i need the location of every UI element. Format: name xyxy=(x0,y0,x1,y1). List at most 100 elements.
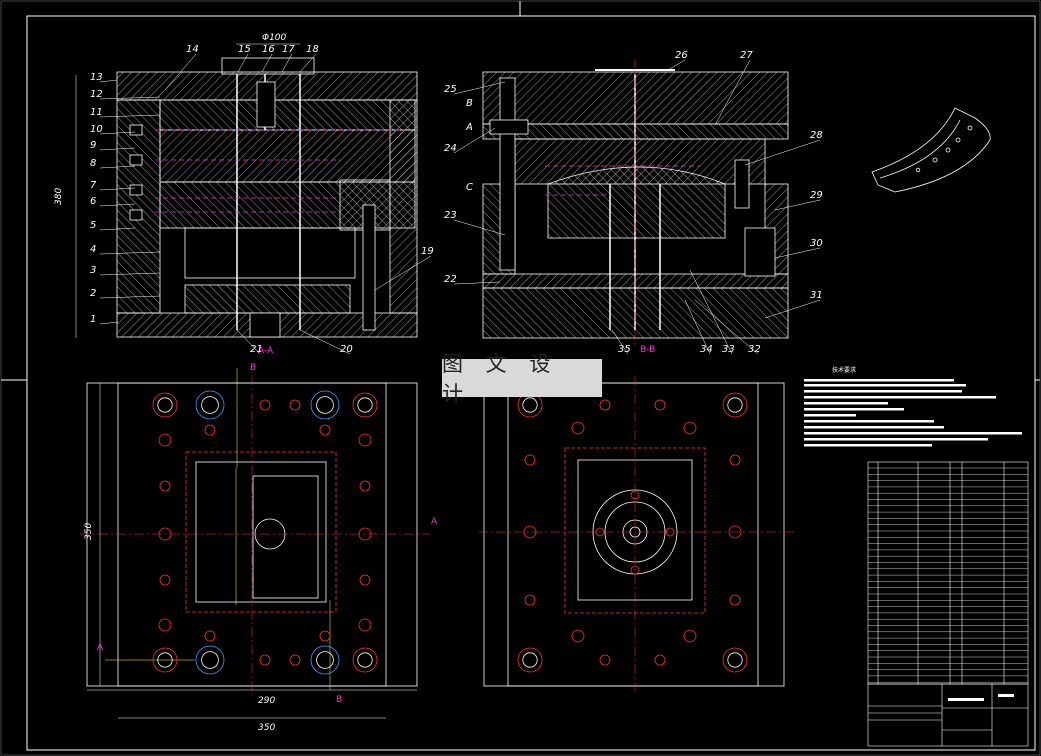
leader-line-34 xyxy=(684,299,711,355)
bolt-hole xyxy=(204,424,216,436)
part-label-14: 14 xyxy=(186,44,199,55)
bolt-hole xyxy=(310,645,340,675)
bolt-hole xyxy=(310,390,340,420)
part-label-4: 4 xyxy=(90,244,96,255)
leader-line-30 xyxy=(774,247,821,259)
bolt-hole xyxy=(630,565,640,575)
section-label-b-b: B-B xyxy=(640,345,655,355)
bolt-hole-inner xyxy=(522,652,538,668)
bolt-hole-inner xyxy=(357,397,373,413)
leader-line-5 xyxy=(99,227,136,231)
bolt-hole-inner xyxy=(316,651,334,669)
leader-line-31 xyxy=(764,299,821,319)
part-label-7: 7 xyxy=(90,180,97,191)
leader-lines-left xyxy=(99,53,432,355)
part-label-26: 26 xyxy=(675,50,688,61)
bolt-hole-inner xyxy=(316,396,334,414)
part-label-10: 10 xyxy=(90,124,103,135)
bolt-hole xyxy=(665,527,675,537)
part-label-23: 23 xyxy=(444,210,457,221)
section-view-b-b xyxy=(482,60,789,345)
bolt-hole xyxy=(152,647,178,673)
leader-line-4 xyxy=(99,251,161,255)
letter-b: B xyxy=(466,98,473,109)
bolt-hole xyxy=(289,654,301,666)
part-label-3: 3 xyxy=(90,265,96,276)
part-label-13: 13 xyxy=(90,72,103,83)
part-label-5: 5 xyxy=(90,220,96,231)
leader-line-3 xyxy=(99,272,161,276)
bolt-hole xyxy=(352,392,378,418)
bolt-hole-inner xyxy=(727,652,743,668)
bom-rows xyxy=(868,467,1028,683)
bolt-hole xyxy=(595,527,605,537)
leader-lines-right xyxy=(453,59,821,355)
bolt-hole xyxy=(204,630,216,642)
bolt-hole xyxy=(159,480,171,492)
part-isometric-view xyxy=(871,107,991,193)
leader-line-17 xyxy=(281,53,293,73)
bolt-hole xyxy=(158,527,172,541)
bolt-hole xyxy=(359,574,371,586)
part-label-35: 35 xyxy=(618,344,631,355)
leader-line-8 xyxy=(99,165,136,169)
bolt-hole-inner xyxy=(357,652,373,668)
plan-view-moving-half xyxy=(478,376,795,695)
plan-view-fixed-labels: 290 350 350 A A B B xyxy=(84,363,438,733)
leader-line-9 xyxy=(99,147,136,151)
part-label-11: 11 xyxy=(90,107,103,118)
bolt-hole xyxy=(159,574,171,586)
leader-line-21 xyxy=(236,329,261,355)
part-label-8: 8 xyxy=(90,158,96,169)
part-label-2: 2 xyxy=(90,288,96,299)
bolt-hole xyxy=(195,645,225,675)
bolt-hole xyxy=(599,399,611,411)
leader-line-15 xyxy=(237,53,249,73)
leader-line-23 xyxy=(453,219,506,236)
leader-line-22 xyxy=(453,281,501,285)
leader-line-35 xyxy=(611,329,629,355)
bolt-hole-inner xyxy=(522,397,538,413)
bolt-hole xyxy=(158,618,172,632)
leader-line-19 xyxy=(374,255,432,291)
part-label-27: 27 xyxy=(740,50,753,61)
bolt-hole xyxy=(630,490,640,500)
bolt-hole xyxy=(259,654,271,666)
part-label-9: 9 xyxy=(90,140,96,151)
part-label-31: 31 xyxy=(810,290,823,301)
bolt-hole xyxy=(683,421,697,435)
bolt-hole xyxy=(729,454,741,466)
bolt-hole xyxy=(358,527,372,541)
leader-line-11 xyxy=(99,114,161,118)
leader-line-16 xyxy=(261,53,273,73)
bolt-hole xyxy=(152,392,178,418)
bolt-hole xyxy=(195,390,225,420)
leader-line-7 xyxy=(99,187,136,191)
part-label-19: 19 xyxy=(421,246,434,257)
part-label-6: 6 xyxy=(90,196,96,207)
bolt-hole xyxy=(654,654,666,666)
bolt-hole xyxy=(289,399,301,411)
bolt-hole xyxy=(517,647,543,673)
section-label-a-a: A-A xyxy=(258,346,274,356)
leader-line-13 xyxy=(99,79,118,83)
title-block xyxy=(867,683,1029,747)
section-view-a-a-labels: 380 Φ100 A-A xyxy=(54,33,287,356)
letter-a: A xyxy=(465,122,473,133)
cut-mark-b-top: B xyxy=(250,363,256,373)
bolt-hole xyxy=(359,480,371,492)
part-label-17: 17 xyxy=(282,44,295,55)
cut-mark-a-right: A xyxy=(431,517,438,527)
watermark-badge: 图 文 设 计 xyxy=(442,352,602,406)
plan-view-moving-holes xyxy=(517,392,748,673)
width-dimension-outer: 350 xyxy=(258,723,275,733)
leader-line-33 xyxy=(689,269,733,355)
bolt-hole-inner xyxy=(157,652,173,668)
leader-line-10 xyxy=(99,131,136,135)
part-label-25: 25 xyxy=(444,84,457,95)
part-label-12: 12 xyxy=(90,89,103,100)
part-label-15: 15 xyxy=(238,44,251,55)
bolt-hole xyxy=(599,654,611,666)
part-label-30: 30 xyxy=(810,238,823,249)
